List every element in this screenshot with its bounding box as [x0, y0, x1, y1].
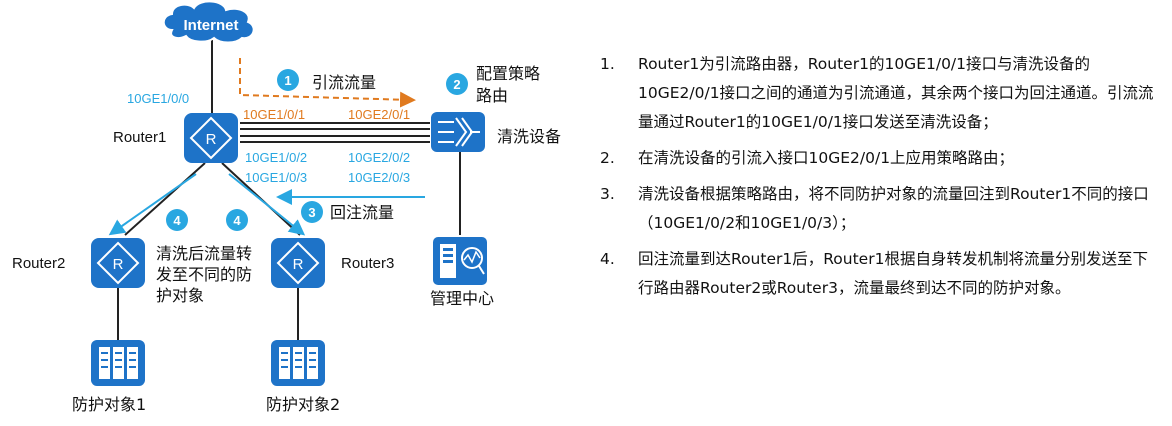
internet-cloud-icon: Internet: [162, 0, 255, 44]
management-center-label: 管理中心: [430, 289, 494, 308]
policy-route-label-line1: 配置策略: [476, 64, 540, 83]
forward-flow-label-line1: 清洗后流量转: [156, 244, 252, 263]
svg-text:2: 2: [453, 77, 460, 92]
port-s-2: 10GE2/0/2: [348, 150, 410, 165]
svg-text:1: 1: [284, 73, 291, 88]
step-number: 4.: [600, 250, 615, 268]
step-badge-4-left: 4: [166, 209, 188, 231]
step-badge-1: 1: [277, 69, 299, 91]
svg-text:R: R: [113, 256, 124, 273]
policy-route-label-line2: 路由: [476, 86, 508, 105]
step-badge-3: 3: [301, 201, 323, 223]
reinject-flow-label: 回注流量: [330, 203, 394, 222]
svg-text:4: 4: [233, 213, 241, 228]
forward-flow-arrow-left: [108, 173, 197, 236]
forward-flow-label-line3: 护对象: [156, 286, 204, 305]
protected-object1-label: 防护对象1: [72, 395, 146, 414]
port-r1-2: 10GE1/0/2: [245, 150, 307, 165]
port-r1-uplink: 10GE1/0/0: [127, 91, 189, 106]
steps-list: 1. Router1为引流路由器，Router1的10GE1/0/1接口与清洗设…: [600, 50, 1160, 310]
links: [117, 40, 461, 340]
step-item-3: 3. 清洗设备根据策略路由，将不同防护对象的流量回注到Router1不同的接口（…: [600, 180, 1160, 238]
scrubber-label: 清洗设备: [497, 127, 561, 146]
forward-flow-arrow-right: [228, 173, 306, 236]
protected-object2-label: 防护对象2: [266, 395, 340, 414]
internet-label: Internet: [183, 17, 238, 34]
port-r1-1: 10GE1/0/1: [243, 107, 305, 122]
step-text: 在清洗设备的引流入接口10GE2/0/1上应用策略路由；: [638, 149, 1015, 167]
network-diagram: Internet R R R: [12, 0, 561, 414]
port-s-3: 10GE2/0/3: [348, 170, 410, 185]
step-number: 3.: [600, 185, 615, 203]
svg-text:3: 3: [308, 205, 315, 220]
protected-object1-icon: [91, 340, 145, 386]
divert-flow-label: 引流流量: [312, 73, 376, 92]
step-badge-4-right: 4: [226, 209, 248, 231]
divert-flow-arrow: [239, 58, 416, 108]
step-number: 2.: [600, 149, 615, 167]
step-item-1: 1. Router1为引流路由器，Router1的10GE1/0/1接口与清洗设…: [600, 50, 1160, 137]
link-r1-r2: [124, 162, 206, 236]
step-item-2: 2. 在清洗设备的引流入接口10GE2/0/1上应用策略路由；: [600, 144, 1160, 173]
svg-text:4: 4: [173, 213, 181, 228]
step-text: Router1为引流路由器，Router1的10GE1/0/1接口与清洗设备的1…: [638, 55, 1154, 131]
scrubber-icon: [431, 112, 485, 152]
router3-label: Router3: [341, 255, 394, 272]
port-r1-3: 10GE1/0/3: [245, 170, 307, 185]
step-badge-2: 2: [446, 73, 468, 95]
router3-icon: R: [271, 238, 325, 288]
protected-object2-icon: [271, 340, 325, 386]
forward-flow-label-line2: 发至不同的防: [156, 265, 252, 284]
router1-label: Router1: [113, 129, 166, 146]
step-text: 回注流量到达Router1后，Router1根据自身转发机制将流量分别发送至下行…: [638, 250, 1148, 297]
management-center-icon: [433, 237, 487, 285]
step-text: 清洗设备根据策略路由，将不同防护对象的流量回注到Router1不同的接口（10G…: [638, 185, 1149, 232]
step-item-4: 4. 回注流量到达Router1后，Router1根据自身转发机制将流量分别发送…: [600, 245, 1160, 303]
svg-text:R: R: [293, 256, 304, 273]
router2-label: Router2: [12, 255, 65, 272]
router2-icon: R: [91, 238, 145, 288]
step-number: 1.: [600, 55, 615, 73]
port-s-1: 10GE2/0/1: [348, 107, 410, 122]
svg-text:R: R: [206, 131, 217, 148]
router1-icon: R: [184, 113, 238, 163]
